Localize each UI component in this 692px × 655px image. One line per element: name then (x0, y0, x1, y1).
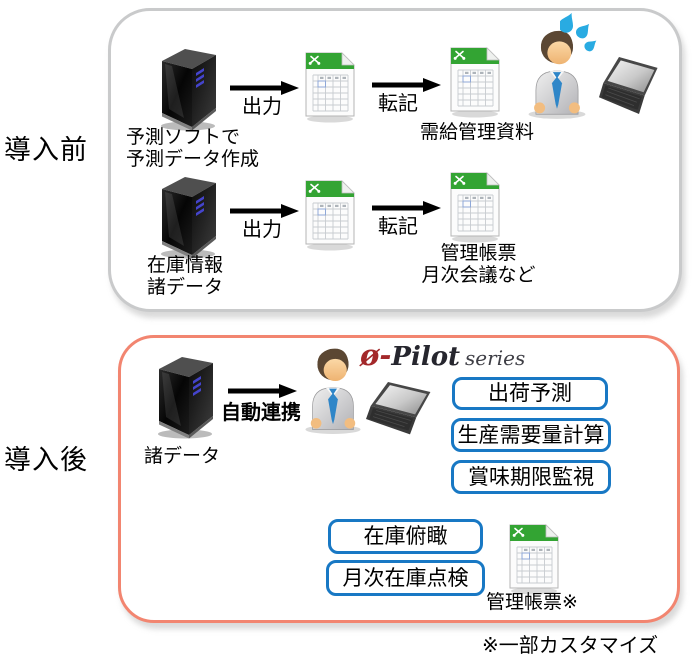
feature-box-shipment-forecast: 出荷予測 (452, 377, 608, 410)
monthly-report-caption: 管理帳票 月次会議など (421, 243, 536, 286)
managed-report-caption: 管理帳票※ (486, 592, 578, 613)
server-icon (155, 44, 223, 132)
transcribe-step-label: 転記 (378, 93, 418, 115)
output-step-label: 出力 (242, 219, 282, 241)
server-icon (155, 172, 223, 260)
logo-product-name: Pilot (391, 342, 461, 372)
feature-label: 出荷予測 (488, 382, 572, 405)
server-caption: 予測ソフトで 予測データ作成 (126, 127, 260, 170)
report-label: 在庫俯瞰 (363, 525, 448, 548)
feature-label: 生産需要量計算 (457, 423, 605, 447)
office-worker-icon (301, 344, 365, 435)
logo-series-text: series (465, 346, 526, 370)
flow-arrow-icon (230, 204, 299, 218)
sweat-drops-icon (560, 12, 598, 54)
excel-file-icon (301, 50, 361, 124)
auto-link-label: 自動連携 (221, 402, 301, 424)
report-box-inventory-overview: 在庫俯瞰 (328, 519, 483, 554)
phi-logo-glyph: ø- (360, 338, 392, 372)
output-step-label: 出力 (242, 96, 282, 118)
after-label: 導入後 (4, 445, 88, 475)
report-label: 月次在庫点検 (342, 566, 469, 590)
feature-box-expiry-monitoring: 賞味期限監視 (451, 460, 611, 494)
transcribe-step-label: 転記 (378, 216, 418, 238)
excel-file-icon (446, 170, 506, 244)
excel-file-icon (301, 178, 361, 252)
flow-arrow-icon (372, 78, 441, 92)
excel-file-icon (446, 45, 506, 119)
feature-label: 賞味期限監視 (468, 465, 594, 489)
feature-box-production-demand-calc: 生産需要量計算 (451, 418, 611, 452)
laptop-icon (366, 382, 432, 439)
flow-arrow-icon (230, 81, 299, 95)
flow-arrow-icon (372, 201, 441, 215)
report-box-monthly-inventory-check: 月次在庫点検 (326, 560, 485, 596)
flow-arrow-icon (228, 384, 297, 398)
server-caption: 諸データ (144, 446, 221, 467)
excel-file-icon (505, 522, 565, 596)
customization-footnote: ※一部カスタマイズ (482, 635, 659, 655)
server-icon (152, 352, 220, 440)
laptop-icon (599, 57, 659, 119)
before-label: 導入前 (4, 135, 88, 165)
supply-report-caption: 需給管理資料 (419, 122, 534, 143)
server-caption: 在庫情報 諸データ (147, 255, 224, 298)
